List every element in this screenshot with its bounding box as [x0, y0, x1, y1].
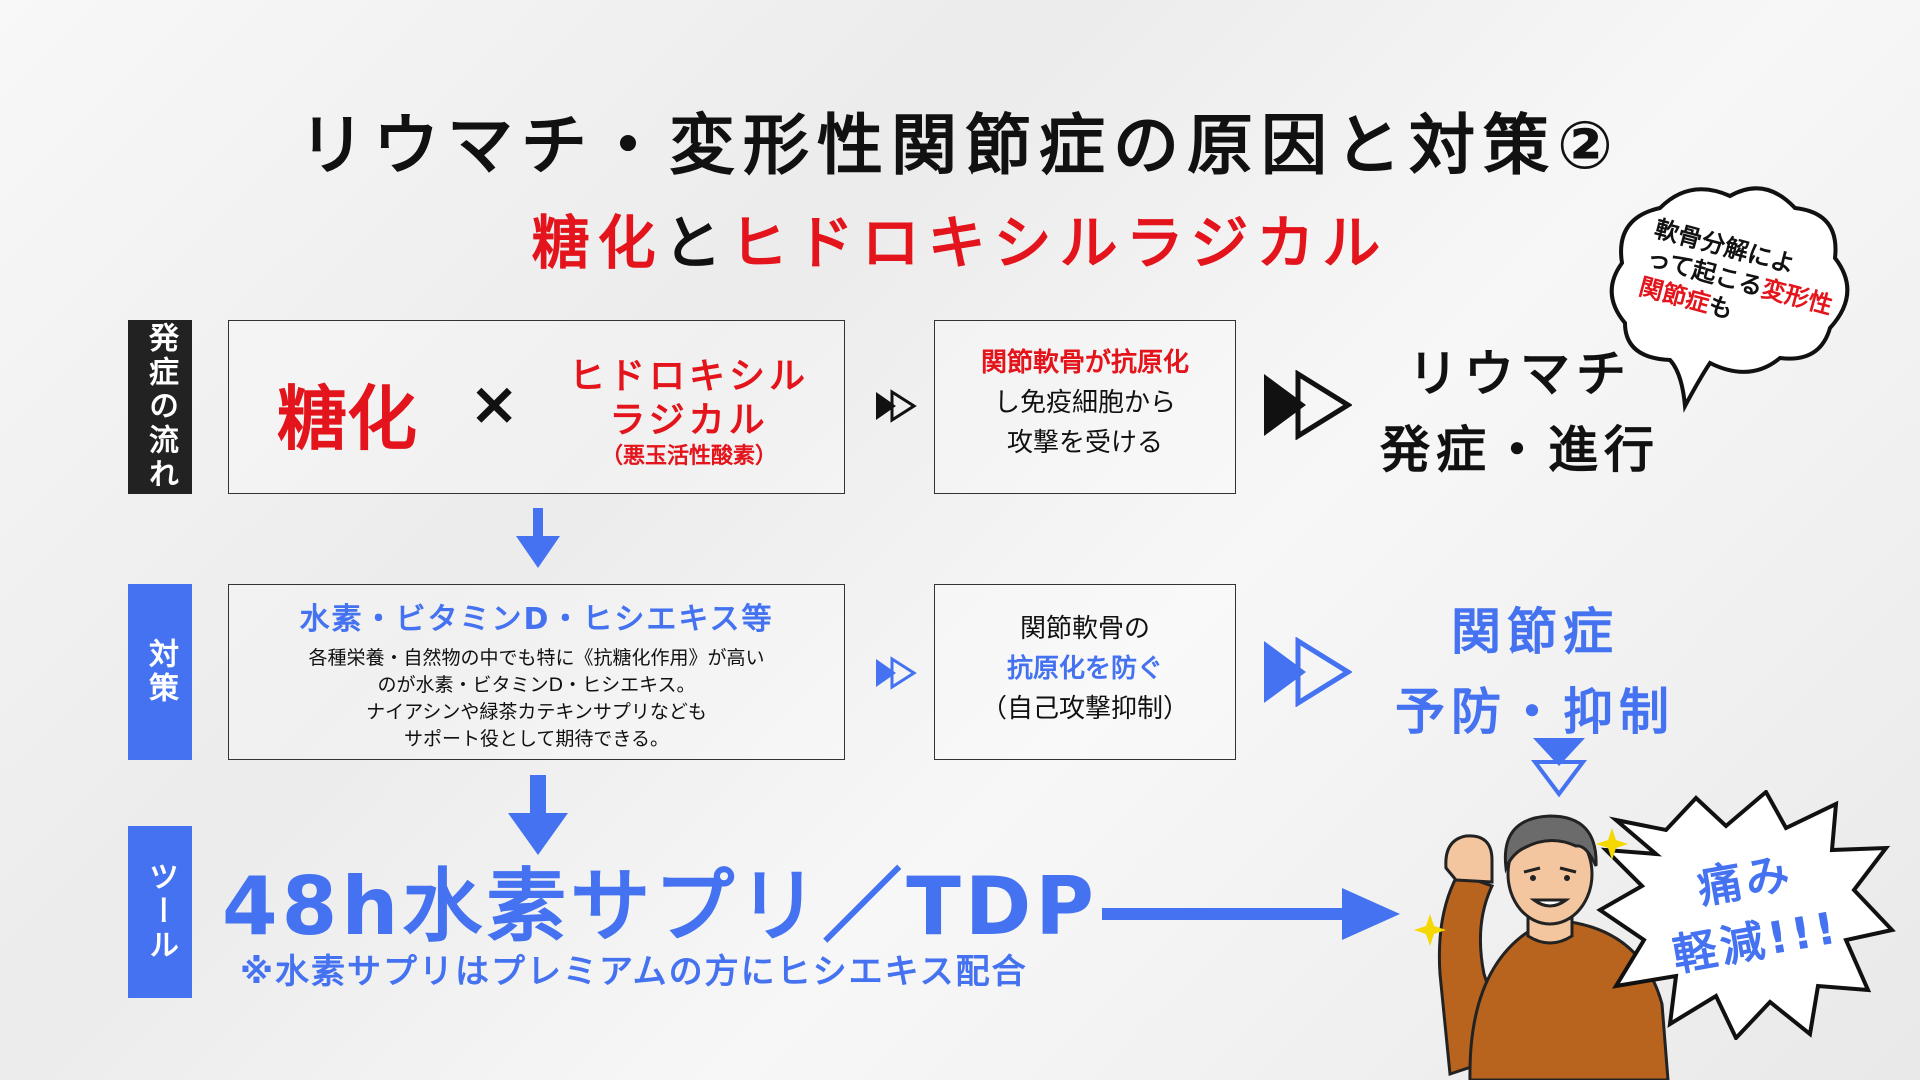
flow-result-line1: リウマチ: [1408, 345, 1632, 403]
row-label-tool: ツール: [128, 826, 192, 998]
double-chevron-right-icon: [1264, 637, 1352, 707]
antigen-line2: し免疫細胞から: [993, 388, 1176, 418]
radical-note: （悪玉活性酸素）: [600, 444, 777, 469]
double-chevron-right-icon: [876, 389, 917, 423]
arrow-down-icon: [516, 508, 560, 568]
nutrients-line4: サポート役として期待できる。: [403, 728, 670, 750]
big-arrow-flow: [1262, 370, 1352, 440]
countermeasure-box-prevent: 関節軟骨の 抗原化を防ぐ （自己攻撃抑制）: [934, 584, 1236, 760]
subtitle-and: と: [663, 209, 730, 277]
countermeasure-result: 関節症 予防・抑制: [1370, 592, 1700, 752]
big-arrow-counter: [1262, 637, 1352, 707]
flow-result: リウマチ 発症・進行: [1360, 336, 1680, 488]
subtitle-radical: ヒドロキシルラジカル: [729, 209, 1389, 277]
antigen-line1: 関節軟骨が抗原化: [980, 348, 1189, 378]
flow-box-causes: 糖化 × ヒドロキシル ラジカル （悪玉活性酸素）: [228, 320, 845, 494]
subtitle-glycation: 糖化: [531, 209, 664, 277]
prevent-line2: 抗原化を防ぐ: [1006, 654, 1163, 684]
nutrients-line1: 各種栄養・自然物の中でも特に《抗糖化作用》が高い: [308, 647, 765, 669]
page-subtitle: 糖化とヒドロキシルラジカル: [0, 196, 1920, 280]
countermeasure-box-nutrients: 水素・ビタミンD・ヒシエキス等 各種栄養・自然物の中でも特に《抗糖化作用》が高い…: [228, 584, 845, 760]
double-chevron-down-icon: [1531, 738, 1587, 798]
flow-box-antigen: 関節軟骨が抗原化 し免疫細胞から 攻撃を受ける: [934, 320, 1236, 494]
counter-result-line1: 関節症: [1451, 603, 1619, 661]
antigen-line3: 攻撃を受ける: [1006, 428, 1163, 458]
man-cheering-icon: [1414, 814, 1670, 1080]
tool-note: ※水素サプリはプレミアムの方にヒシエキス配合: [240, 952, 1028, 992]
down-arrow-1: [516, 508, 560, 570]
row-label-countermeasure: 対策: [128, 584, 192, 760]
small-arrow-counter: [874, 656, 918, 690]
tool-main: 48h水素サプリ／TDP: [222, 860, 1098, 953]
nutrients-line3: ナイアシンや緑茶カテキンサプリなども: [366, 701, 707, 723]
row-label-flow: 発症の流れ: [128, 320, 192, 494]
result-down-arrow: [1530, 736, 1588, 798]
arrow-down-icon: [508, 775, 568, 855]
nutrients-line2: のが水素・ビタミンD・ヒシエキス。: [377, 674, 696, 696]
pain-relief-bubble: 痛み 軽減!!!: [1596, 790, 1896, 1040]
prevent-line3: （自己攻撃抑制）: [980, 694, 1189, 724]
times-icon: ×: [469, 369, 520, 439]
arrow-right-icon: [1102, 888, 1400, 940]
prevent-line1: 関節軟骨の: [1019, 614, 1150, 644]
double-chevron-right-icon: [876, 656, 917, 690]
glycation-label: 糖化: [277, 378, 417, 460]
small-arrow-flow: [874, 389, 918, 423]
radical-line1: ヒドロキシル: [568, 356, 809, 397]
nutrients-heading: 水素・ビタミンD・ヒシエキス等: [299, 602, 774, 637]
burst-bubble-icon: [1596, 790, 1896, 1040]
tool-long-arrow: [1102, 884, 1402, 944]
counter-result-line2: 予防・抑制: [1395, 683, 1675, 741]
double-chevron-right-icon: [1264, 370, 1352, 440]
flow-result-line2: 発症・進行: [1380, 421, 1660, 479]
radical-line2: ラジカル: [609, 400, 769, 441]
page-title: リウマチ・変形性関節症の原因と対策②: [299, 107, 1621, 184]
speech-bubble-top: 軟骨分解によ って起こる変形性 関節症も: [1600, 178, 1860, 418]
man-illustration: [1400, 804, 1700, 1080]
down-arrow-2: [508, 775, 568, 857]
cloud-bubble-icon: [1609, 186, 1850, 413]
